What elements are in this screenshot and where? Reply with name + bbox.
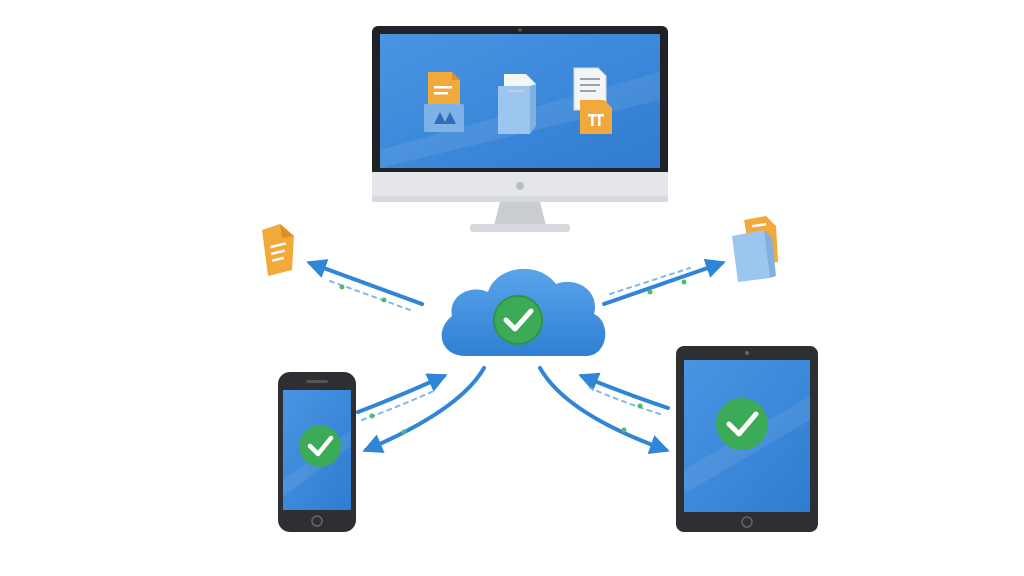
document-blue-icon bbox=[498, 74, 536, 134]
sync-indicators bbox=[339, 279, 687, 435]
document-stack-icon bbox=[573, 67, 612, 134]
arrow-to-right-file bbox=[602, 258, 726, 306]
tablet-icon bbox=[676, 346, 818, 532]
desktop-monitor-icon bbox=[372, 26, 668, 232]
arrow-to-tablet bbox=[538, 366, 670, 454]
document-orange-icon bbox=[424, 72, 464, 132]
arrow-to-left-file bbox=[306, 259, 424, 306]
smartphone-icon bbox=[278, 372, 356, 532]
sync-track-tablet bbox=[589, 387, 661, 415]
orange-document-icon bbox=[262, 224, 294, 276]
folder-documents-icon bbox=[732, 216, 778, 282]
check-icon bbox=[299, 425, 341, 467]
check-icon bbox=[493, 295, 543, 345]
monitor-stand bbox=[494, 202, 546, 226]
arrow-from-phone bbox=[356, 373, 448, 414]
check-icon bbox=[716, 398, 768, 450]
arrow-from-tablet bbox=[578, 372, 670, 410]
cloud-icon bbox=[441, 268, 606, 356]
arrow-to-phone bbox=[362, 366, 486, 453]
sync-track-phone bbox=[361, 389, 437, 421]
power-button-icon bbox=[516, 182, 524, 190]
sync-arrows bbox=[306, 258, 726, 454]
